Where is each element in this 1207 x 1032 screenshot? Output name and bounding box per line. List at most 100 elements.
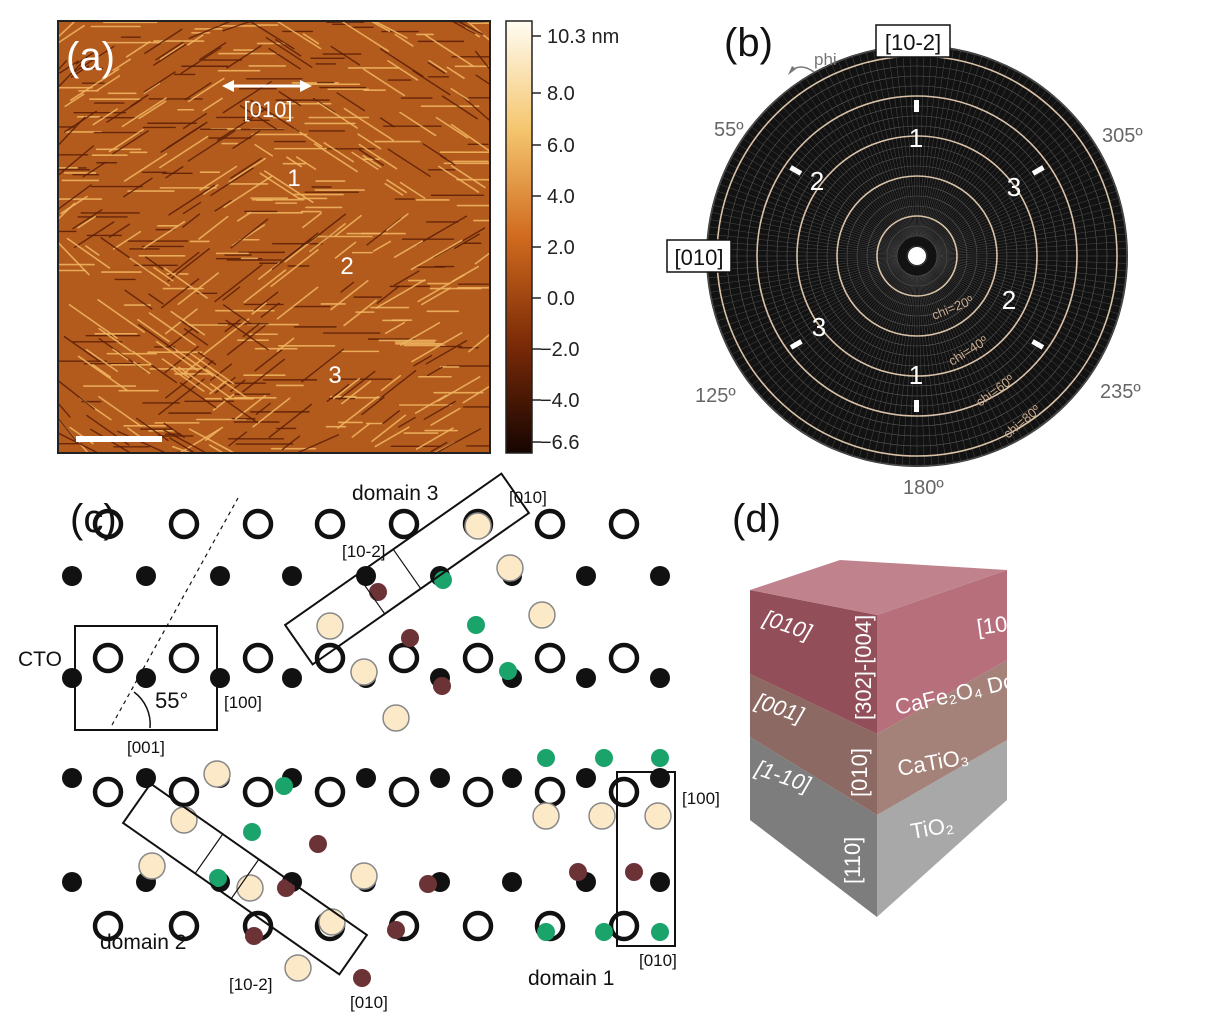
cto-vertical-label: [010] [847, 748, 872, 797]
cto-front-face [877, 660, 1007, 815]
domain-3-box [283, 472, 531, 666]
dot-atom [650, 566, 670, 586]
pole-spot [789, 165, 803, 176]
brown-atom [401, 629, 419, 647]
brown-atom [625, 863, 643, 881]
ring-atom [314, 508, 346, 540]
ring-atom [608, 776, 640, 808]
angle-235: 235º [1100, 381, 1141, 403]
dot-atom [282, 668, 302, 688]
brown-atom [309, 835, 327, 853]
top-direction-label: [10-2] [885, 30, 941, 55]
ring-atom [92, 910, 124, 942]
panel-a: (a) [010] 1 2 3 10.3 nm 8.0 6.0 4.0 2.0 … [0, 0, 640, 470]
ring-atom [462, 776, 494, 808]
green-atom [651, 749, 669, 767]
lattice-diagram: CTO 55° [100] [001] domain 3 [010] [10-2… [18, 472, 720, 1012]
green-atom [595, 923, 613, 941]
cream-atom [203, 760, 231, 788]
pole-spot [914, 100, 919, 112]
ring-atom [92, 776, 124, 808]
angle-arc [133, 691, 151, 729]
diagonal-dashed-line [111, 497, 239, 726]
tio2-vertical-label: [110] [840, 837, 865, 884]
colorbar-tick: 2.0 [547, 237, 575, 259]
brown-atom [277, 879, 295, 897]
ring-atom [168, 776, 200, 808]
brown-atom [433, 677, 451, 695]
domain-1-label: 1 [287, 165, 300, 192]
dot-atom [62, 768, 82, 788]
domain-2-label: domain 2 [100, 931, 186, 954]
cto-side-face [750, 674, 877, 815]
ring-atom [314, 642, 346, 674]
angle-180: 180º [903, 477, 944, 499]
colorbar-tick: −4.0 [540, 390, 579, 412]
cream-atom [318, 908, 346, 936]
green-atom [209, 869, 227, 887]
green-atom [595, 749, 613, 767]
ring-atom [388, 776, 420, 808]
cfo-front-face [877, 570, 1007, 734]
domain-3-dir-010: [010] [509, 488, 547, 507]
panel-d: (d) [010] [10-2]-[100] [302]-[004] CaFe₂… [720, 470, 1207, 1027]
brown-atom [387, 921, 405, 939]
ring-atom [314, 776, 346, 808]
colorbar-tick: 0.0 [547, 288, 575, 310]
tio2-front-face [877, 740, 1007, 917]
cto-unit-cell [74, 625, 218, 731]
panel-c-label: (c) [70, 497, 117, 541]
ring-atom [242, 508, 274, 540]
dot-atom [282, 566, 302, 586]
domain-1-box [616, 771, 676, 947]
afm-streaks [57, 20, 491, 454]
domain-3-label: domain 3 [352, 482, 438, 505]
dot-atom [650, 668, 670, 688]
panel-b: 1 1 2 2 3 3 chi=20º chi=40º chi=60º chi=… [640, 0, 1207, 500]
pole-spot [1031, 339, 1045, 350]
ring-atom [388, 508, 420, 540]
ring-atom [242, 776, 274, 808]
green-atom [275, 777, 293, 795]
cream-atom [532, 802, 560, 830]
dot-atom [136, 566, 156, 586]
ring-atom [242, 642, 274, 674]
afm-figure: (a) [010] 1 2 3 10.3 nm 8.0 6.0 4.0 2.0 … [57, 20, 619, 454]
ring-atom [168, 910, 200, 942]
ring-atom [92, 642, 124, 674]
brown-atom [353, 969, 371, 987]
panel-c: CTO 55° [100] [001] domain 3 [010] [10-2… [0, 470, 720, 1027]
ring-atom [534, 508, 566, 540]
brown-atom [419, 875, 437, 893]
spot-label-3-ll: 3 [812, 312, 826, 342]
left-direction-label: [010] [675, 245, 724, 270]
domain-2-dir-010: [010] [350, 993, 388, 1012]
cto-dir-100: [100] [224, 693, 262, 712]
cfo-vertical-label: [302]-[004] [851, 615, 876, 720]
ring-atom [168, 508, 200, 540]
domain-2-label: 2 [340, 253, 353, 280]
dot-atom [430, 768, 450, 788]
dot-atom [62, 872, 82, 892]
pole-spot [789, 339, 803, 350]
angle-label: 55° [155, 688, 188, 713]
scale-bar [76, 436, 162, 442]
brown-atom [569, 863, 587, 881]
phi-label: phi [814, 50, 837, 69]
cream-atom [236, 874, 264, 902]
spot-label-1-top: 1 [909, 123, 923, 153]
angle-305: 305º [1102, 125, 1143, 147]
spot-label-2-ul: 2 [810, 166, 824, 196]
ring-atom [462, 910, 494, 942]
brown-atom [245, 927, 263, 945]
domain-1-dir-100: [100] [682, 789, 720, 808]
dot-atom [356, 768, 376, 788]
dot-atom [210, 566, 230, 586]
ring-atom [534, 642, 566, 674]
green-atom [467, 616, 485, 634]
cream-atom [644, 802, 672, 830]
dot-atom [650, 872, 670, 892]
brown-atom [369, 583, 387, 601]
ring-atom [608, 508, 640, 540]
colorbar-tick: −6.6 [540, 432, 579, 454]
